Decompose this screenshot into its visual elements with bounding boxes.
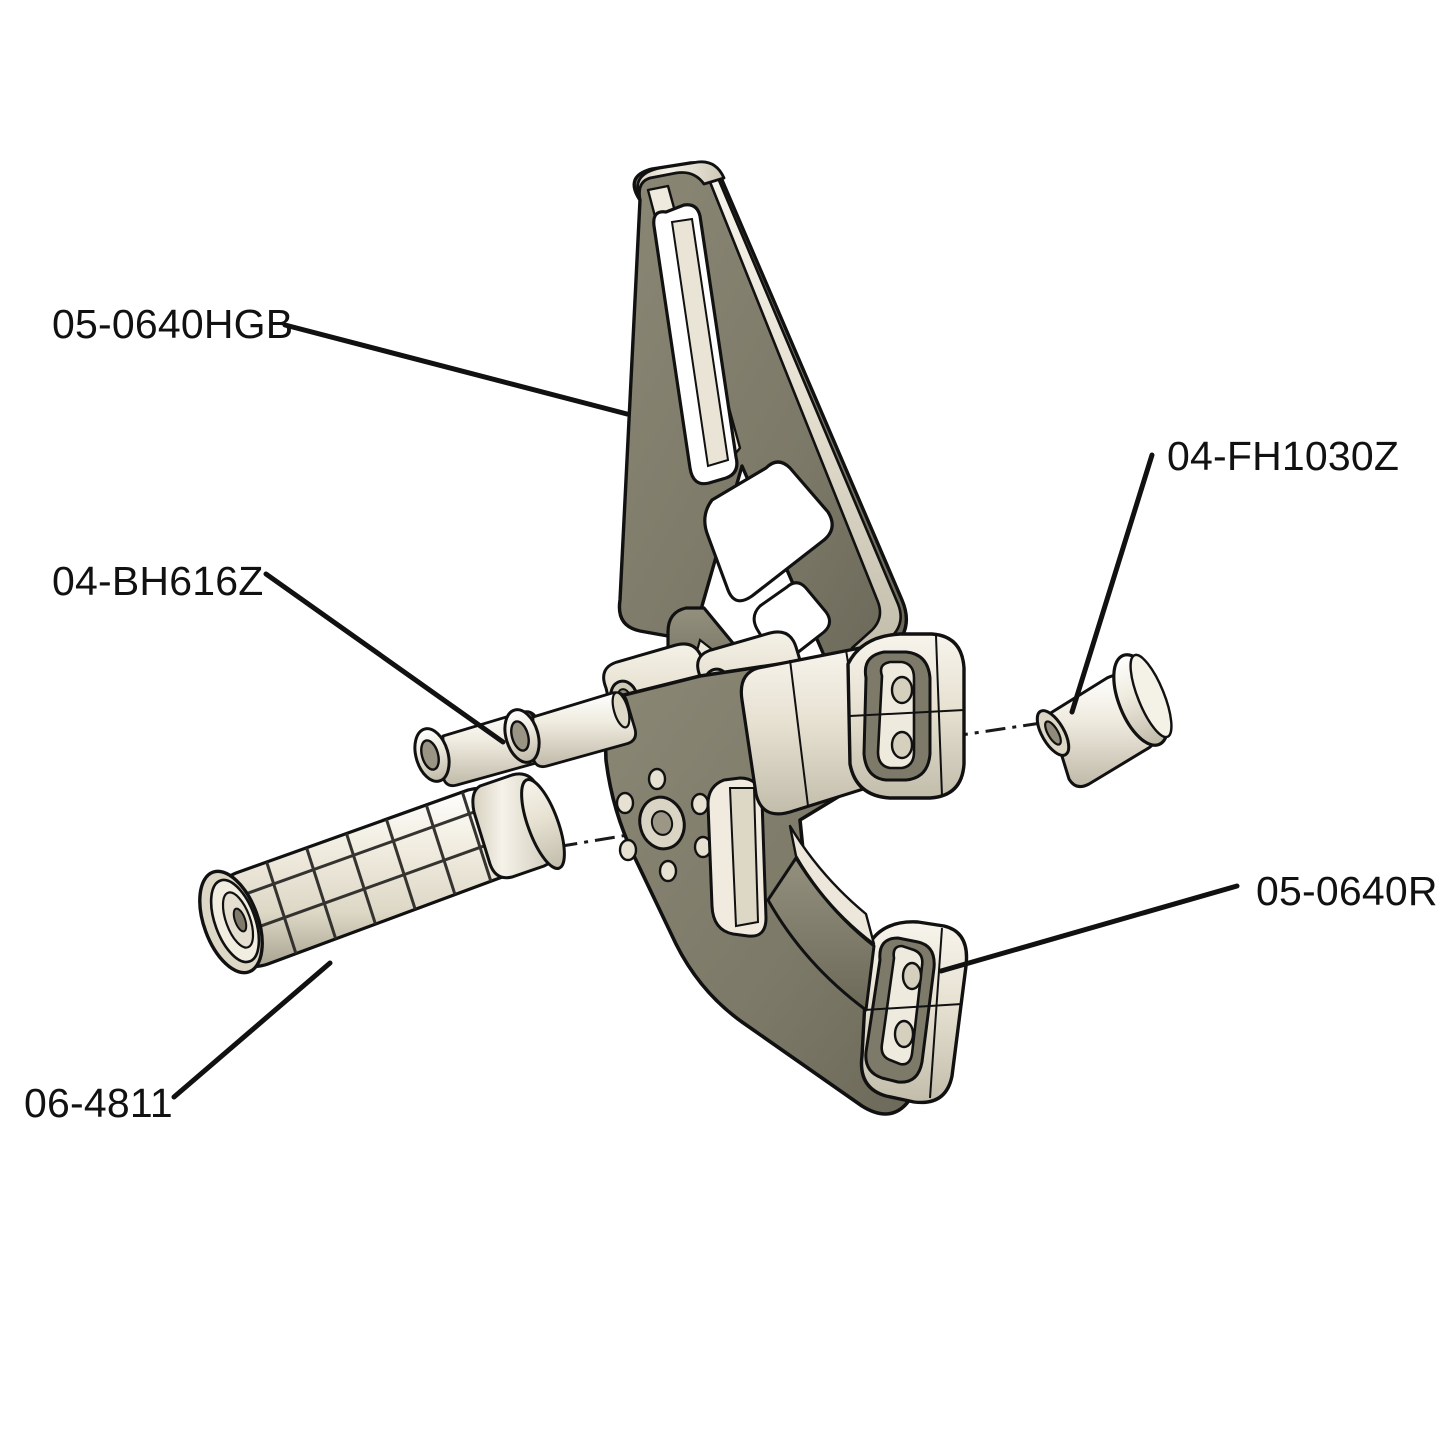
pivot-boss-lower-hole-b [893, 1019, 915, 1049]
leader-button-head-bolt [263, 571, 506, 745]
plate-pin-hole-4 [658, 859, 678, 883]
heel-guard-cutout-upper-inner-face [670, 217, 730, 468]
pivot-boss-lower-hole-a [901, 961, 923, 991]
callout-leader-lines [171, 322, 1240, 1100]
callout-label-button-head-bolt[interactable]: 04-BH616Z [52, 558, 263, 604]
leader-rearset-plate [938, 883, 1240, 974]
heel-guard-cutout-mid [703, 460, 834, 603]
callout-label-heel-guard[interactable]: 05-0640HGB [52, 301, 293, 347]
pivot-boss-upper-hole-b [890, 730, 914, 760]
part-button-head-bolt-2[interactable] [499, 691, 637, 769]
plate-lower-arm-face [766, 856, 876, 1012]
plate-pin-hole-1 [647, 767, 667, 791]
callout-label-rearset-plate[interactable]: 05-0640R [1256, 868, 1438, 914]
heel-guard-top-cap [636, 160, 726, 201]
plate-bolt-circle [615, 767, 713, 883]
pivot-boss-lower-seam [929, 927, 943, 1099]
part-rearset-plate[interactable] [602, 630, 969, 1116]
pivot-boss-upper-seam [935, 635, 943, 797]
plate-kidney-slot-wall [728, 787, 760, 928]
bolt2-shank-end [611, 691, 631, 729]
peg-inboard-ring [520, 778, 566, 870]
peg-end-cap-bore [232, 907, 248, 933]
plate-pin-hole-2 [690, 792, 710, 816]
bolt2-socket [510, 720, 530, 752]
callout-label-flange-head-bolt[interactable]: 04-FH1030Z [1167, 433, 1399, 479]
bolt1-socket [420, 739, 440, 771]
plate-pivot-boss-upper [846, 632, 966, 800]
callout-label-footpeg[interactable]: 06-4811 [24, 1080, 173, 1126]
part-footpeg[interactable] [188, 772, 574, 985]
plate-pivot-boss-lower [859, 920, 969, 1105]
part-flange-head-bolt[interactable] [1031, 647, 1180, 789]
callout-labels: 05-0640HGB 04-BH616Z 04-FH1030Z 05-0640R… [24, 301, 1438, 1126]
pivot-boss-lower-band [863, 1003, 963, 1011]
leader-flange-head-bolt [1069, 452, 1155, 715]
plate-pin-hole-5 [618, 838, 638, 862]
part-heel-guard-bracket[interactable] [617, 160, 909, 702]
pivot-boss-upper-hole-a [890, 675, 914, 705]
leader-footpeg [171, 960, 333, 1100]
pivot-barrel-seam-1 [789, 659, 809, 807]
fh-flange-head-face [1129, 653, 1173, 739]
leader-heel-guard [282, 322, 630, 417]
fh-socket [1044, 720, 1062, 746]
part-button-head-bolt-1[interactable] [409, 710, 547, 788]
pivot-boss-upper-band [849, 709, 965, 717]
plate-center-hole-inner [650, 810, 674, 836]
plate-pin-hole-6 [615, 791, 635, 815]
